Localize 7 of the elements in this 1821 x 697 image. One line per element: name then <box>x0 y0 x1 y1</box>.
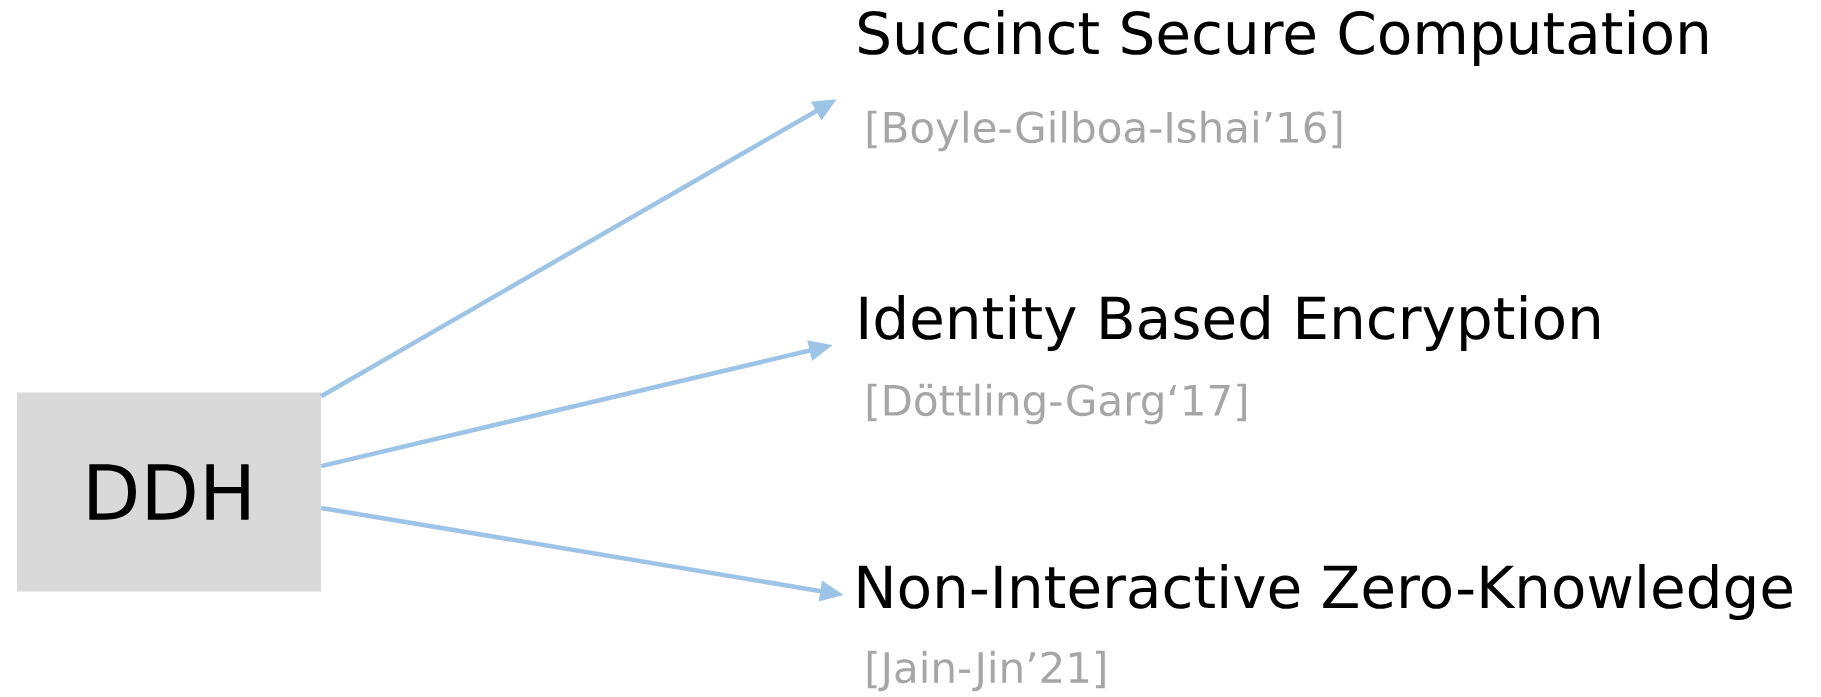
topic-label: Non-Interactive Zero-Knowledge <box>858 563 1792 621</box>
process-box: DDH <box>17 392 321 592</box>
topic-label: Identity Based Encryption <box>860 294 1599 352</box>
topic-label: Succinct Secure Computation <box>859 9 1707 67</box>
citation: [Jain-Jin’21] <box>867 650 1105 692</box>
citation: [Döttling-Garg‘17] <box>867 383 1246 425</box>
citation: [Boyle-Gilboa-Ishai’16] <box>867 110 1342 152</box>
